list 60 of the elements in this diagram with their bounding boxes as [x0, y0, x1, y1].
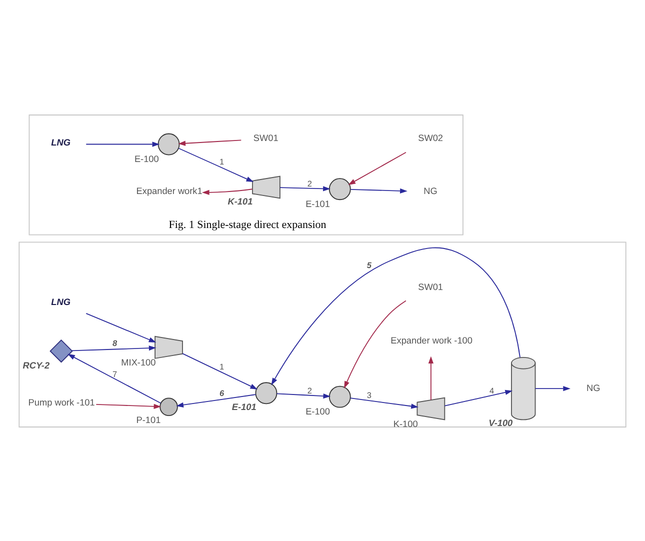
- node-circle: [328, 178, 351, 200]
- node-label: P-101: [136, 414, 161, 424]
- node-text: SW01: [253, 132, 278, 143]
- arrow: [344, 300, 406, 388]
- arrow: [271, 246, 520, 385]
- arrow: [202, 188, 253, 194]
- node-box: [416, 396, 446, 420]
- node-text: SW01: [418, 282, 444, 292]
- node-label: E-101: [306, 198, 330, 208]
- node-box: [252, 175, 280, 198]
- arrow: [444, 389, 513, 406]
- arrow: [182, 352, 258, 389]
- node-label: K-101: [228, 196, 253, 206]
- node-text: Expander work1: [136, 186, 202, 196]
- node-box: [154, 335, 183, 358]
- node-text: LNG: [51, 296, 70, 306]
- node-label: MIX-100: [121, 357, 156, 368]
- node-label: V-100: [488, 418, 513, 428]
- arrow: [276, 392, 331, 398]
- node-circle: [160, 397, 178, 416]
- arrow: [86, 141, 160, 146]
- node-label: E-100: [306, 406, 330, 416]
- node-label: E-100: [134, 154, 159, 164]
- edge-label: 4: [490, 386, 494, 395]
- edge-label: 1: [220, 157, 224, 166]
- node-text: Expander work -100: [390, 334, 472, 345]
- node-text: NG: [424, 186, 438, 196]
- edge-label: 3: [366, 390, 372, 400]
- arrow: [428, 356, 434, 400]
- arrow: [534, 386, 570, 391]
- edge-label: 2: [307, 386, 312, 395]
- node-text: LNG: [51, 137, 70, 148]
- arrow: [68, 353, 162, 404]
- arrow: [86, 312, 156, 342]
- node-label: E-101: [232, 402, 256, 412]
- arrow: [350, 397, 418, 408]
- edge-label: 5: [366, 260, 372, 270]
- node-label: RCY-2: [22, 360, 50, 370]
- edge-label: 8: [112, 338, 118, 348]
- node-circle: [158, 132, 180, 155]
- arrow: [350, 188, 408, 193]
- cluster: [18, 241, 626, 427]
- node-label: K-100: [393, 418, 418, 429]
- arrow: [96, 403, 162, 408]
- edge-label: 7: [112, 369, 118, 378]
- node-text: Pump work -101: [28, 397, 95, 408]
- arrow: [71, 345, 156, 351]
- arrow: [178, 147, 254, 182]
- arrow: [280, 186, 330, 191]
- node-text: SW02: [418, 132, 444, 143]
- edge-label: 2: [307, 179, 312, 188]
- node-circle: [255, 382, 278, 404]
- edge-label: 1: [220, 362, 224, 372]
- node-diamond: [50, 338, 73, 362]
- edge-label: 6: [220, 388, 224, 398]
- node-circle: [328, 385, 351, 408]
- arrow: [176, 394, 256, 407]
- node-text: NG: [586, 382, 600, 392]
- arrow: [178, 139, 242, 146]
- arrow: [348, 151, 406, 184]
